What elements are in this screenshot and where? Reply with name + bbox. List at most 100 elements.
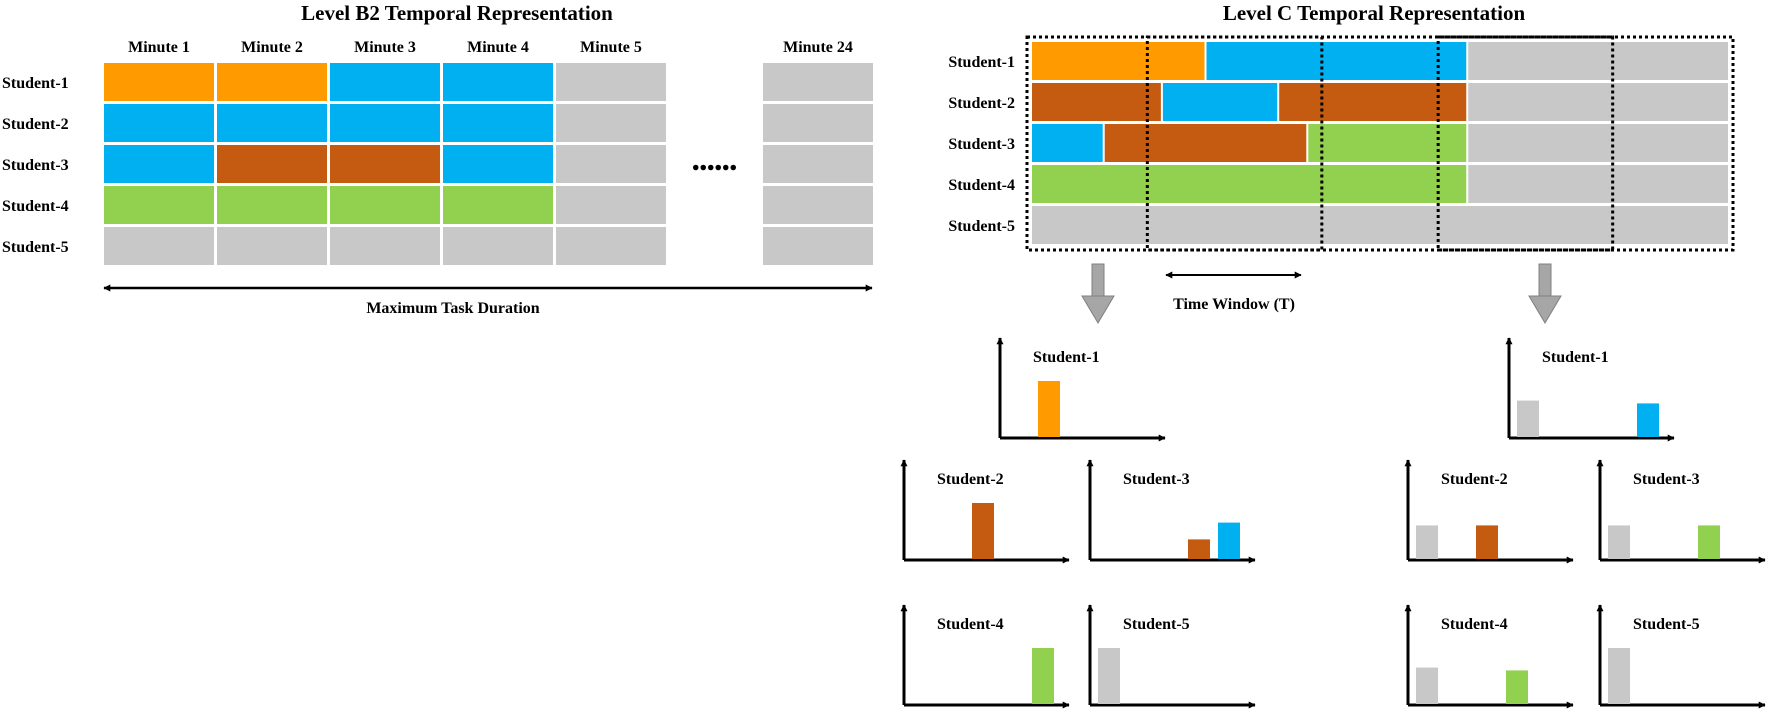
student-histogram: Student-1 xyxy=(996,337,1166,442)
histogram-bar xyxy=(1188,539,1210,559)
histogram-title: Student-1 xyxy=(1542,349,1609,366)
timeline-segment xyxy=(1468,42,1728,80)
grid-cell xyxy=(763,186,873,224)
level-b2-title: Level B2 Temporal Representation xyxy=(301,1,613,25)
histogram-bar xyxy=(1476,525,1498,559)
histogram-bar xyxy=(1608,525,1630,559)
histogram-bar xyxy=(1698,525,1720,559)
row-label: Student-4 xyxy=(2,198,69,215)
column-header: Minute 24 xyxy=(783,39,853,56)
histogram-bar xyxy=(1038,381,1060,437)
level-c-title: Level C Temporal Representation xyxy=(1223,1,1526,25)
histogram-bar xyxy=(972,503,994,559)
window-2-down-arrow xyxy=(1528,263,1562,324)
timeline-dotted-frame xyxy=(1025,35,1735,252)
grid-cell xyxy=(104,145,214,183)
grid-cell xyxy=(556,145,666,183)
timeline-segment xyxy=(1308,124,1467,162)
column-header: Minute 3 xyxy=(354,39,416,56)
row-label: Student-2 xyxy=(2,116,69,133)
timeline-segment xyxy=(1206,42,1467,80)
histogram-title: Student-4 xyxy=(937,616,1004,633)
histogram-bar xyxy=(1506,670,1528,704)
row-label: Student-3 xyxy=(948,136,1015,153)
grid-cell xyxy=(104,63,214,101)
timeline-segment xyxy=(1104,124,1307,162)
level-c-row-labels: Student-1Student-2Student-3Student-4Stud… xyxy=(948,54,1015,235)
maximum-task-duration-label: Maximum Task Duration xyxy=(366,300,539,317)
grid-cell xyxy=(104,186,214,224)
timeline-segment xyxy=(1279,83,1467,121)
grid-cell xyxy=(104,227,214,265)
timeline-segment xyxy=(1032,83,1161,121)
grid-cell xyxy=(330,227,440,265)
student-histogram: Student-5 xyxy=(1596,604,1766,709)
row-label: Student-2 xyxy=(948,95,1015,112)
grid-cell xyxy=(217,186,327,224)
level-b2-panel: Level B2 Temporal Representation Minute … xyxy=(2,1,873,317)
histogram-bar xyxy=(1637,403,1659,437)
level-b2-grid xyxy=(104,63,873,265)
row-label: Student-3 xyxy=(2,157,69,174)
student-histogram: Student-4 xyxy=(900,604,1070,709)
grid-cell xyxy=(556,63,666,101)
grid-cell xyxy=(556,104,666,142)
timeline-segment xyxy=(1032,206,1728,244)
timeline-segment xyxy=(1468,83,1728,121)
histogram-title: Student-2 xyxy=(1441,471,1508,488)
grid-cell xyxy=(443,63,553,101)
grid-cell xyxy=(217,227,327,265)
histogram-bar xyxy=(1416,525,1438,559)
grid-cell xyxy=(556,227,666,265)
grid-cell xyxy=(443,145,553,183)
grid-cell xyxy=(443,227,553,265)
level-c-timeline xyxy=(1032,42,1728,244)
level-c-panel: Level C Temporal Representation Student-… xyxy=(948,1,1735,324)
student-histogram: Student-2 xyxy=(1404,459,1574,564)
timeline-segment xyxy=(1468,124,1728,162)
grid-cell xyxy=(763,104,873,142)
grid-cell xyxy=(556,186,666,224)
histogram-bar xyxy=(1098,648,1120,704)
row-label: Student-1 xyxy=(948,54,1015,71)
column-header: Minute 2 xyxy=(241,39,303,56)
grid-cell xyxy=(330,186,440,224)
row-label: Student-5 xyxy=(2,239,69,256)
histogram-bar xyxy=(1416,667,1438,704)
window-1-down-arrow xyxy=(1081,263,1115,324)
student-histogram: Student-3 xyxy=(1086,459,1256,564)
column-header: Minute 4 xyxy=(467,39,529,56)
grid-cell xyxy=(217,104,327,142)
histogram-title: Student-3 xyxy=(1123,471,1190,488)
column-header: Minute 1 xyxy=(128,39,190,56)
grid-cell xyxy=(330,145,440,183)
grid-cell xyxy=(217,145,327,183)
timeline-segment xyxy=(1032,42,1205,80)
time-window-label: Time Window (T) xyxy=(1173,296,1295,313)
grid-cell xyxy=(443,104,553,142)
grid-cell xyxy=(330,63,440,101)
histogram-bar xyxy=(1032,648,1054,704)
grid-cell xyxy=(217,63,327,101)
timeline-segment xyxy=(1032,124,1103,162)
grid-cell xyxy=(763,63,873,101)
histogram-title: Student-5 xyxy=(1633,616,1700,633)
student-histogram: Student-2 xyxy=(900,459,1070,564)
histogram-bar xyxy=(1218,522,1240,559)
student-histogram: Student-4 xyxy=(1404,604,1574,709)
histogram-bar xyxy=(1608,648,1630,704)
student-histogram: Student-5 xyxy=(1086,604,1256,709)
timeline-segment xyxy=(1468,165,1728,203)
timeline-segment xyxy=(1032,165,1467,203)
histogram-title: Student-1 xyxy=(1033,349,1100,366)
student-histogram: Student-3 xyxy=(1596,459,1766,564)
grid-cell xyxy=(330,104,440,142)
level-b2-row-labels: Student-1Student-2Student-3Student-4Stud… xyxy=(2,75,69,256)
histogram-title: Student-2 xyxy=(937,471,1004,488)
histogram-title: Student-3 xyxy=(1633,471,1700,488)
student-histogram: Student-1 xyxy=(1505,337,1675,442)
